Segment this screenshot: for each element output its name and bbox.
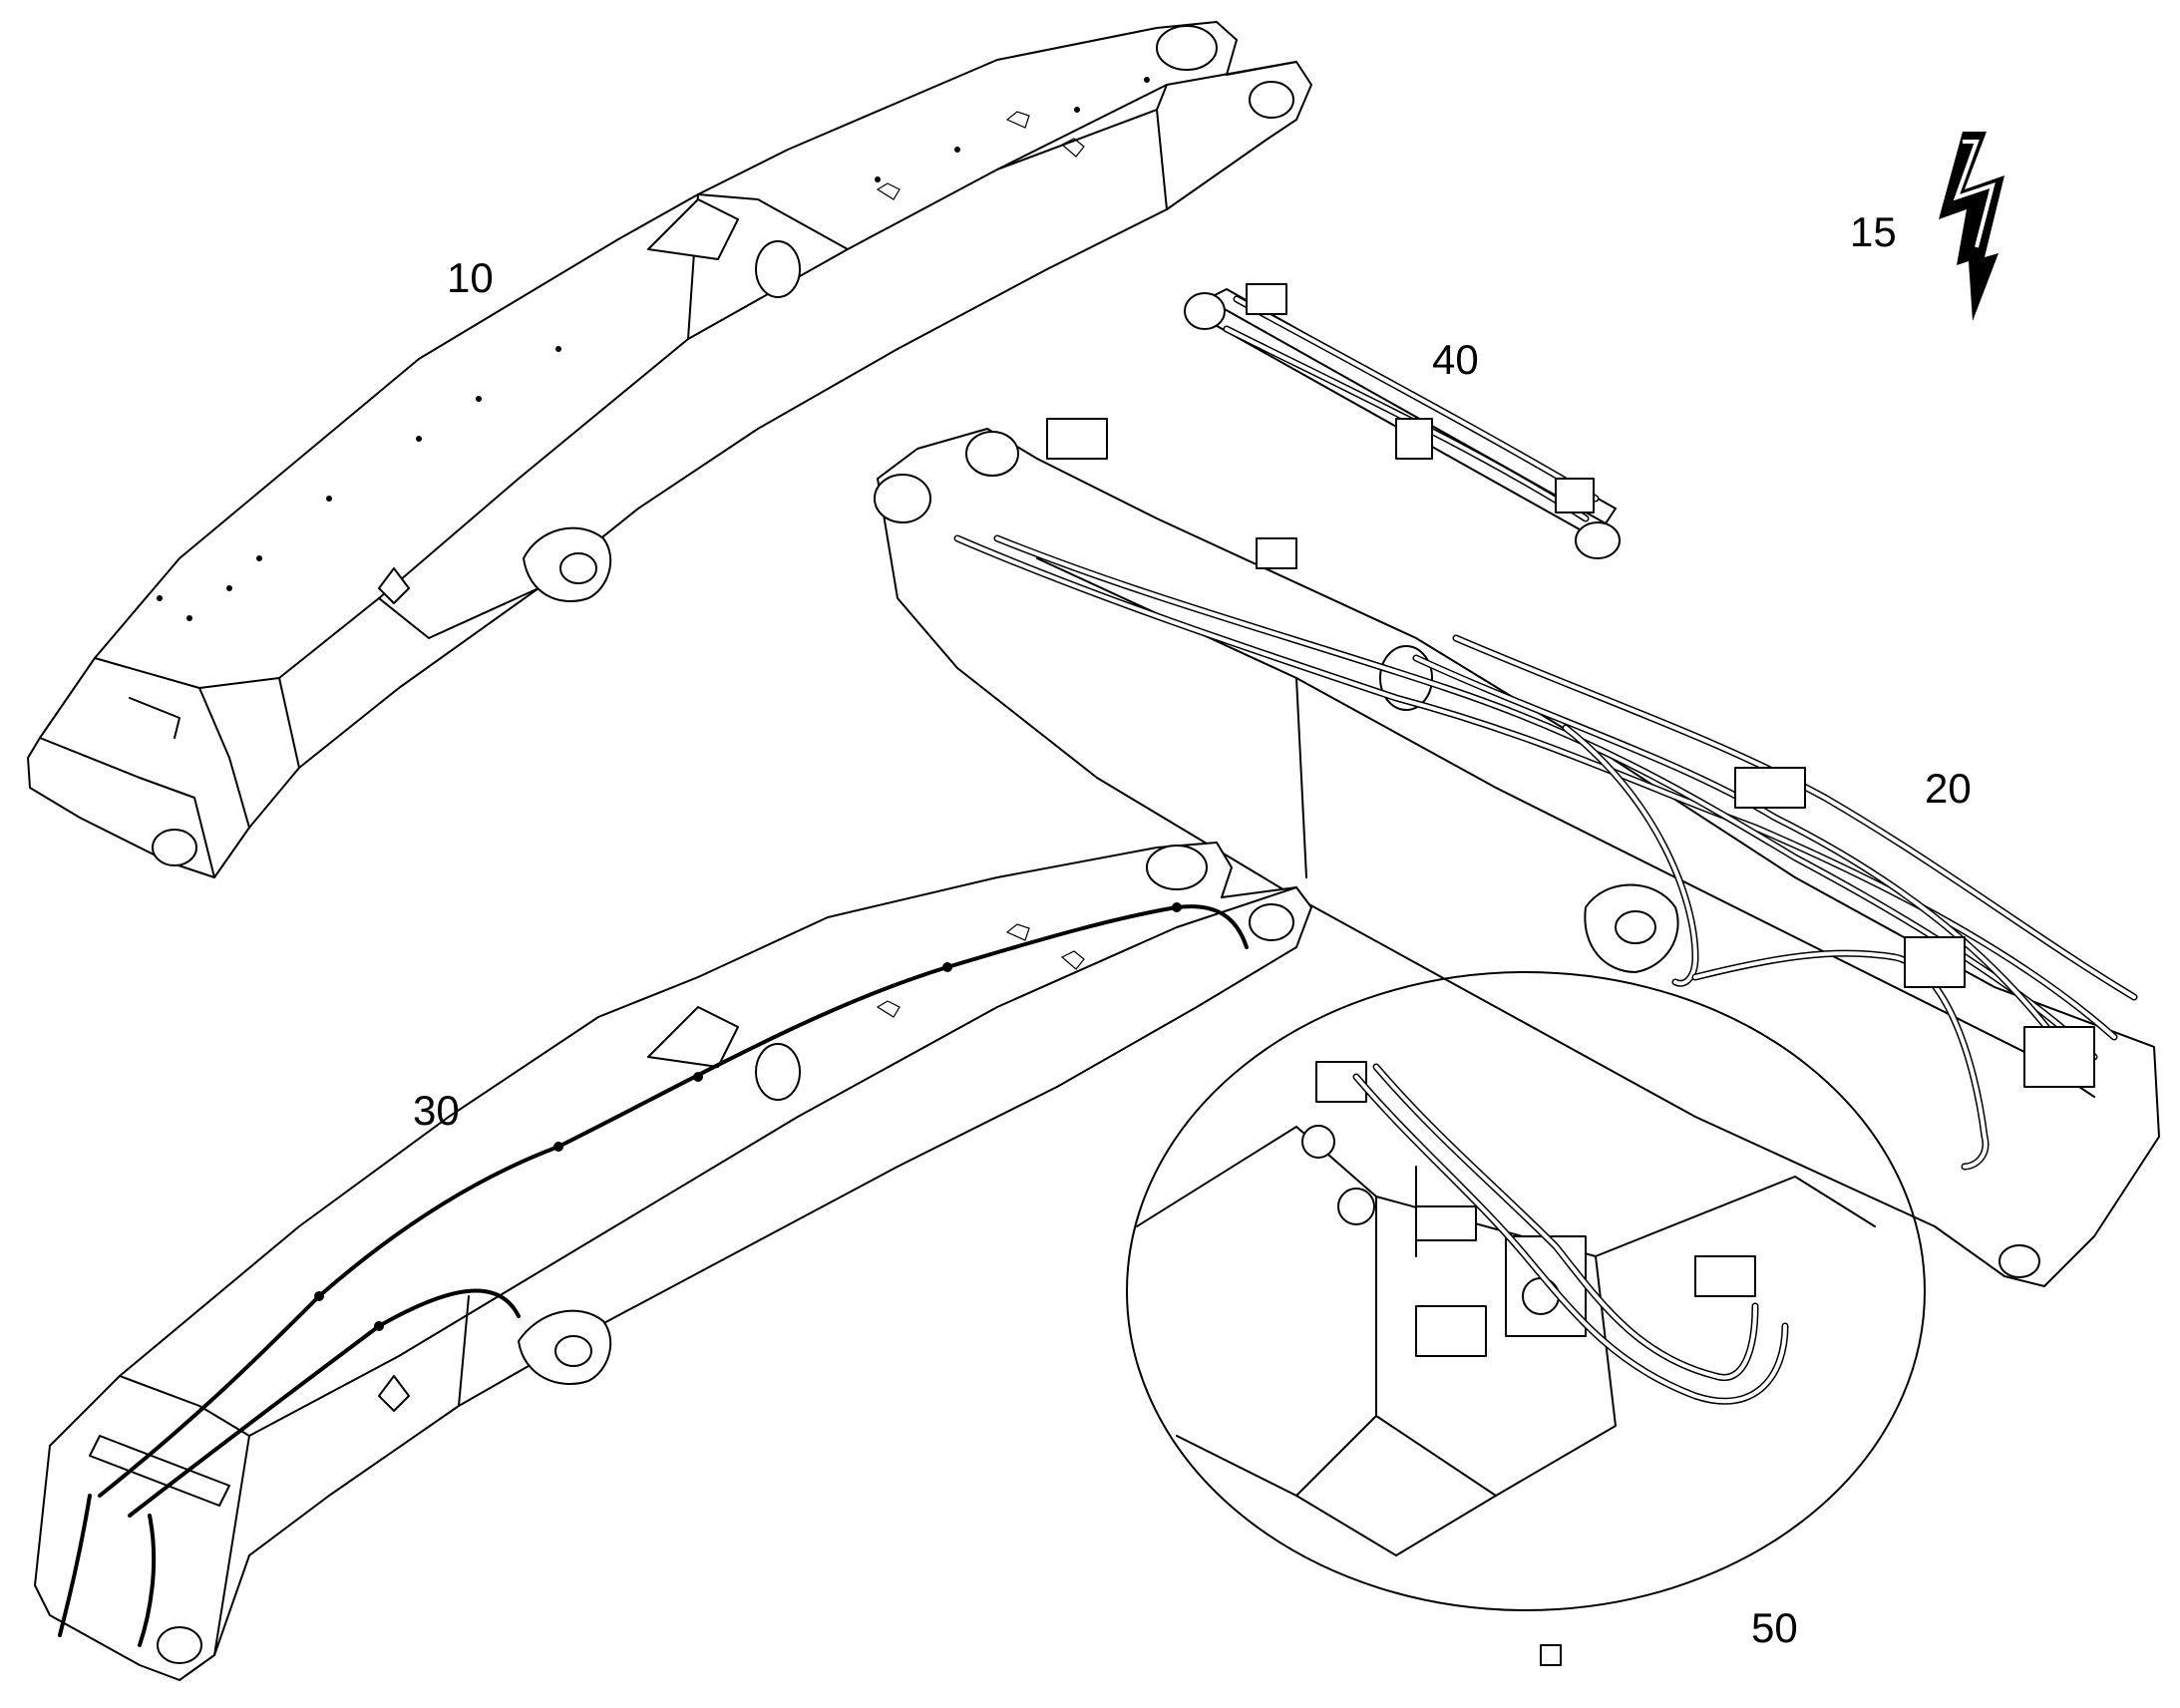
boom-with-wiring-drawing	[34, 842, 1312, 1681]
callout-50: 50	[1751, 1604, 1798, 1651]
cylinder-drawing	[1184, 283, 1621, 559]
lightning-bolt-icon	[1939, 132, 2004, 321]
detail-view-drawing	[1126, 971, 1926, 1666]
callout-40: 40	[1432, 336, 1479, 383]
boom-with-hoses-drawing	[874, 418, 2160, 1287]
callout-10: 10	[447, 254, 494, 301]
callout-15: 15	[1850, 208, 1897, 255]
boom-drawing	[27, 21, 1312, 878]
callout-20: 20	[1925, 765, 1972, 812]
callout-30: 30	[413, 1087, 460, 1134]
